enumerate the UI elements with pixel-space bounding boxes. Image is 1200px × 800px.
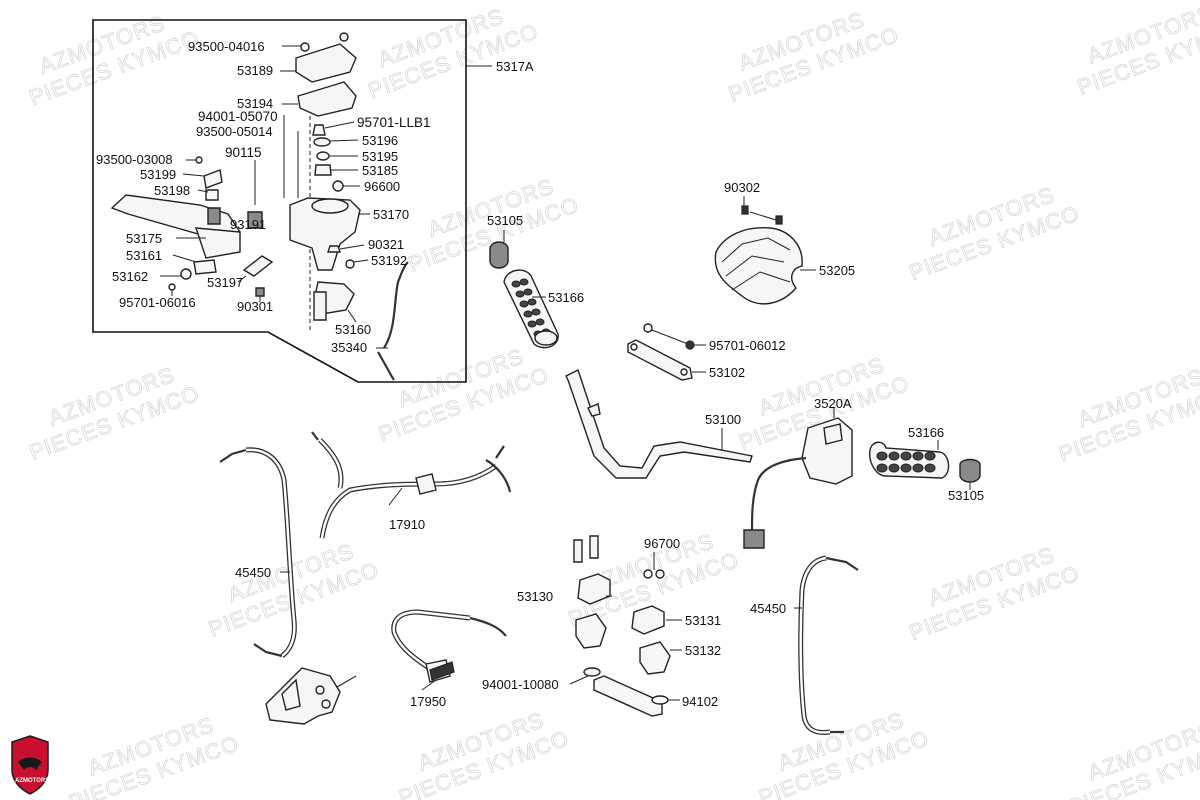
label-45450-left: 45450 (235, 565, 271, 580)
azmotors-logo: AZMOTORS (11, 735, 49, 795)
label-53197: 53197 (207, 275, 243, 290)
label-53105-left: 53105 (487, 213, 523, 228)
label-94001-10080: 94001-10080 (482, 677, 559, 692)
label-53160: 53160 (335, 322, 371, 337)
label-95701-LLB1: 95701-LLB1 (357, 115, 431, 130)
label-93191: 93191 (230, 217, 266, 232)
left-brake-cable-group (219, 447, 297, 658)
label-96700: 96700 (644, 536, 680, 551)
label-17950: 17950 (410, 694, 446, 709)
label-95701-06012: 95701-06012 (709, 338, 786, 353)
label-53205: 53205 (819, 263, 855, 278)
label-53189: 53189 (237, 63, 273, 78)
label-3520A: 3520A (814, 396, 852, 411)
handlebar-clamp-group (569, 535, 682, 717)
logo-helmet-icon (18, 757, 42, 770)
label-53175: 53175 (126, 231, 162, 246)
label-53130: 53130 (517, 589, 553, 604)
label-53185: 53185 (362, 163, 398, 178)
label-93500-03008: 93500-03008 (96, 152, 173, 167)
label-94001-05070: 94001-05070 (198, 109, 278, 124)
label-93500-05014: 93500-05014 (196, 124, 273, 139)
master-cylinder-parts (110, 32, 409, 381)
label-53131: 53131 (685, 613, 721, 628)
label-45450-right: 45450 (750, 601, 786, 616)
label-53161: 53161 (126, 248, 162, 263)
label-53170: 53170 (373, 207, 409, 222)
label-53198: 53198 (154, 183, 190, 198)
assembly-frame-5317A (92, 19, 467, 383)
cover-bracket-group (627, 323, 706, 381)
label-53196: 53196 (362, 133, 398, 148)
label-96600: 96600 (364, 179, 400, 194)
label-53192: 53192 (371, 253, 407, 268)
label-90115: 90115 (225, 145, 262, 160)
label-94102: 94102 (682, 694, 718, 709)
throttle-cable-group (311, 431, 512, 539)
label-35340: 35340 (331, 340, 367, 355)
label-17910: 17910 (389, 517, 425, 532)
speedo-cable-group (265, 609, 507, 725)
label-93500-04016: 93500-04016 (188, 39, 265, 54)
label-90301: 90301 (237, 299, 273, 314)
handlebar-cover-group (714, 196, 816, 305)
label-53102: 53102 (709, 365, 745, 380)
left-grip-group (489, 230, 559, 349)
label-95701-06016: 95701-06016 (119, 295, 196, 310)
label-53162: 53162 (112, 269, 148, 284)
label-53166-left: 53166 (548, 290, 584, 305)
logo-text: AZMOTORS (15, 778, 49, 784)
label-53105-right: 53105 (948, 488, 984, 503)
label-53132: 53132 (685, 643, 721, 658)
right-switch-group (743, 408, 981, 549)
label-53199: 53199 (140, 167, 176, 182)
label-53194: 53194 (237, 96, 273, 111)
label-53166-right: 53166 (908, 425, 944, 440)
label-90302: 90302 (724, 180, 760, 195)
label-90321: 90321 (368, 237, 404, 252)
label-53195: 53195 (362, 149, 398, 164)
handlebar-group (565, 369, 753, 479)
label-53100: 53100 (705, 412, 741, 427)
right-brake-cable-group (794, 555, 859, 735)
label-5317A: 5317A (496, 59, 534, 74)
